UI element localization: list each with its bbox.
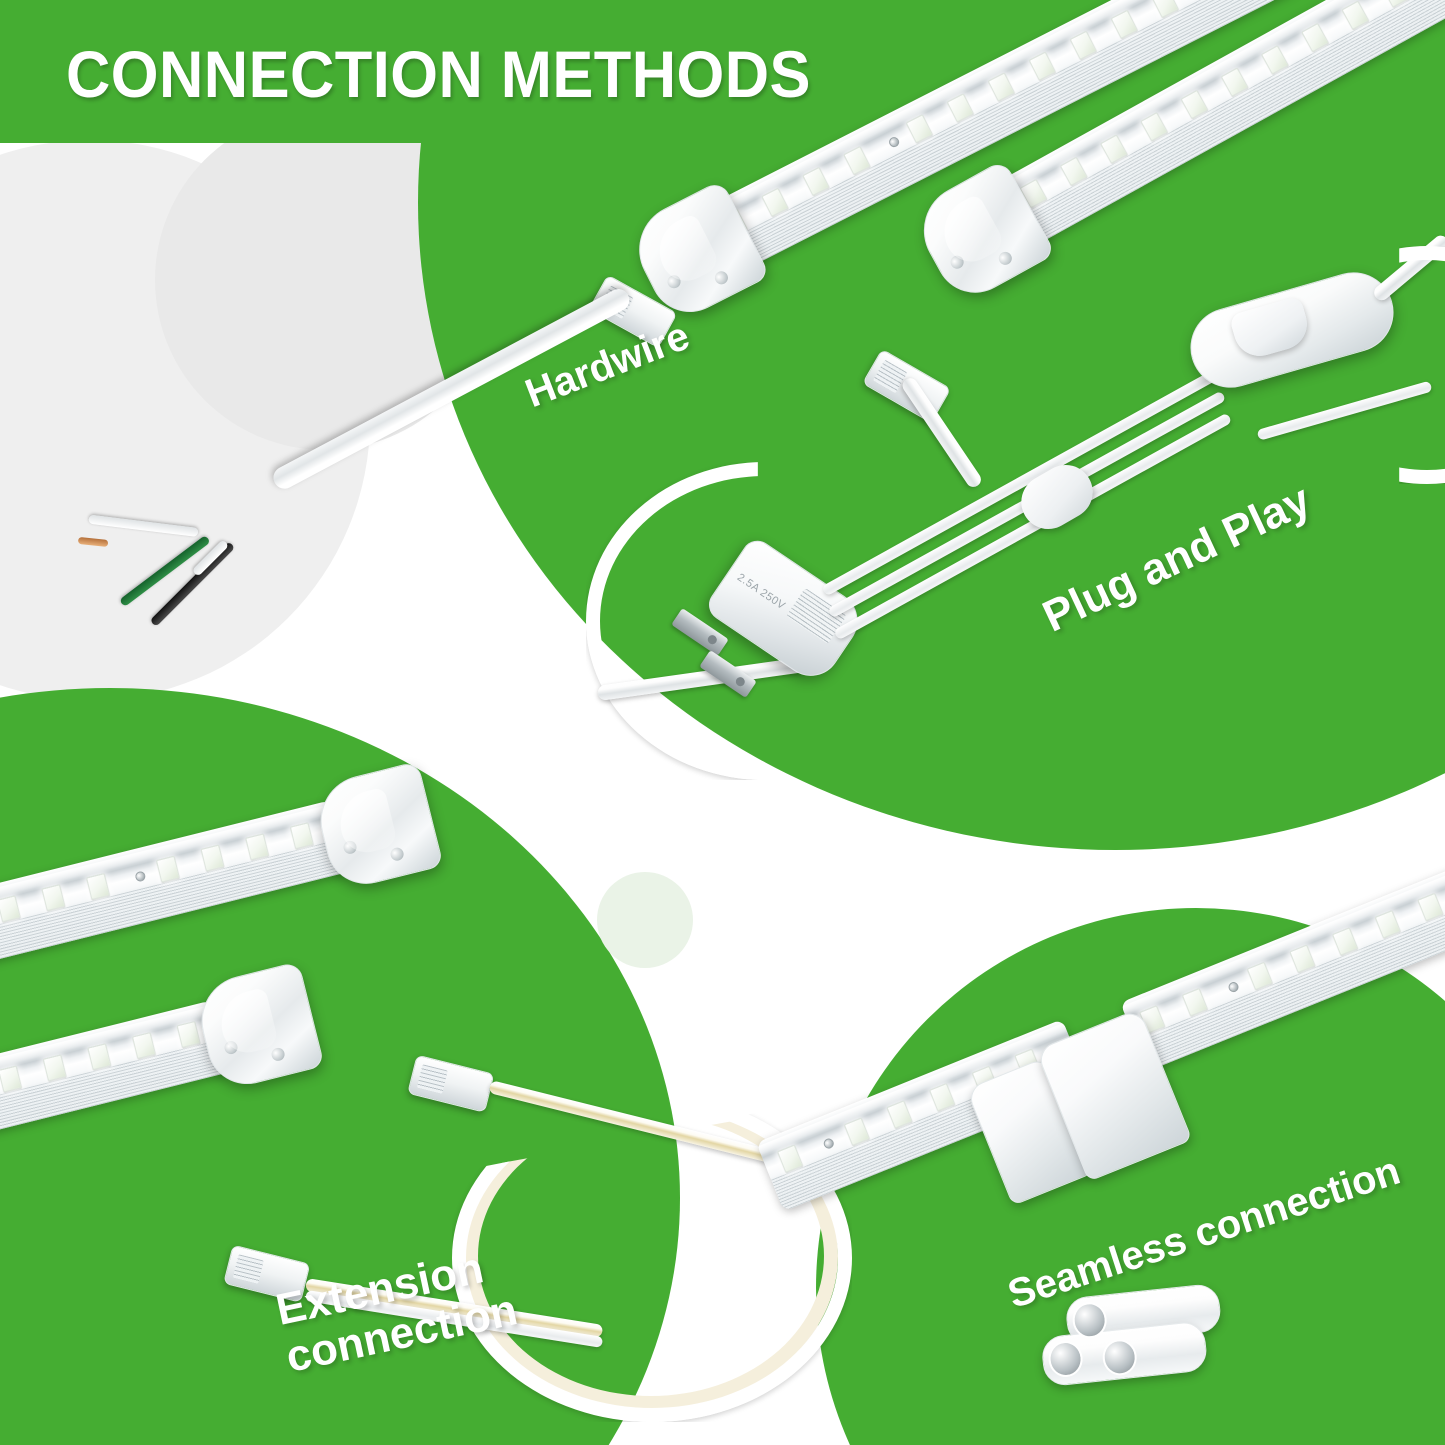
hardwire-copper-tip [77,536,109,547]
inline-rocker-switch[interactable] [1181,262,1403,398]
tube-housing [0,1000,230,1215]
switch-cord-loop-right [1399,246,1445,484]
plug-rating-text: 2.5A 250V [734,571,788,613]
cord-bundle-strand-3 [833,412,1233,641]
led-tube-seamless-right [1120,845,1445,1072]
mint-dot-decoration [597,872,693,968]
hardwire-lead-neutral [88,514,199,537]
grey-circle-decoration-large [0,140,370,700]
switch-rocker[interactable] [1228,295,1314,363]
page-title: CONNECTION METHODS [66,37,811,111]
label-extension-connection: Extension connection [272,1239,522,1381]
extension-connector-upper [407,1054,495,1113]
led-tube-extension-lower [0,961,325,1215]
tube-housing [1120,845,1445,1072]
